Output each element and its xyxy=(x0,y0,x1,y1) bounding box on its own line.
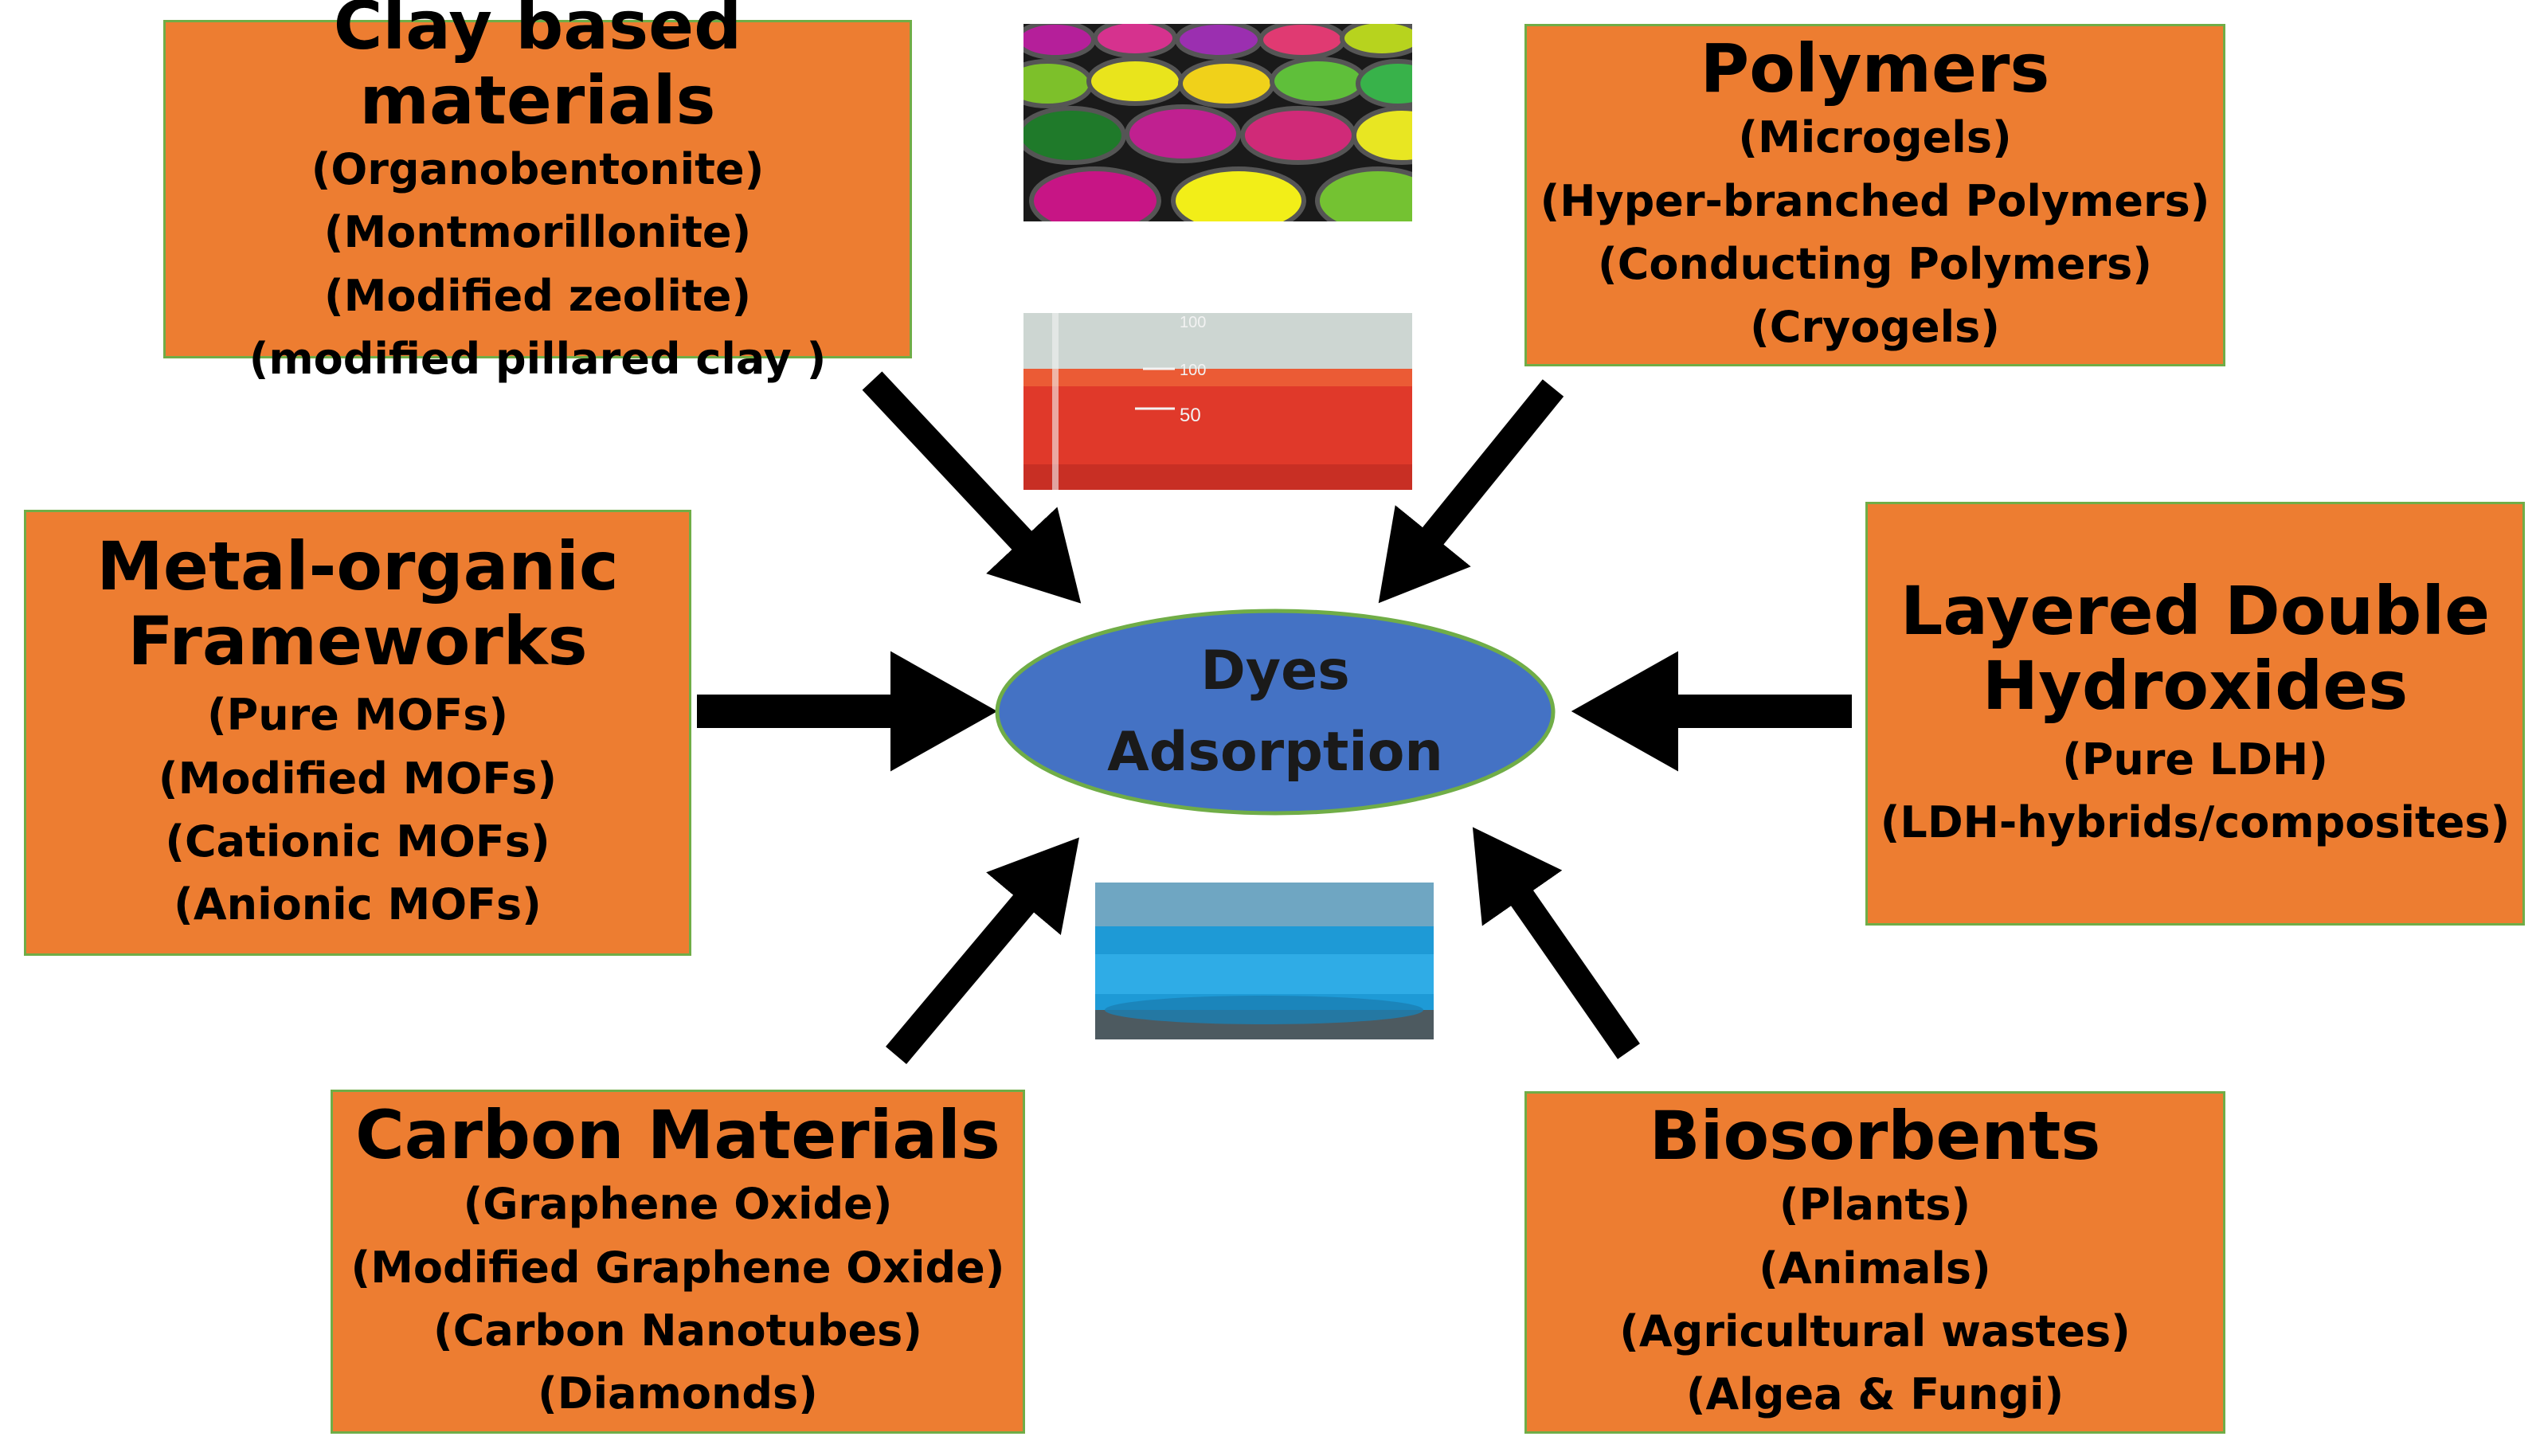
mof-item: (Cationic MOFs) xyxy=(165,816,550,867)
ldh-item: (Pure LDH) xyxy=(2062,734,2328,785)
mof-title-line1: Metal-organic xyxy=(96,527,619,606)
biosorbents-box: Biosorbents (Plants) (Animals) (Agricult… xyxy=(1524,1091,2225,1434)
polymers-item: (Microgels) xyxy=(1738,112,2012,163)
mof-item: (Pure MOFs) xyxy=(206,690,509,741)
mof-item: (Modified MOFs) xyxy=(158,753,558,804)
ldh-title-line1: Layered Double xyxy=(1900,571,2491,650)
clay-item: (Organobentonite) xyxy=(311,143,765,194)
beaker-marking: 100 xyxy=(1180,362,1206,379)
ldh-item: (LDH-hybrids/composites) xyxy=(1880,797,2511,848)
polymers-box: Polymers (Microgels) (Hyper-branched Pol… xyxy=(1524,24,2225,366)
polymers-item: (Hyper-branched Polymers) xyxy=(1540,175,2210,226)
polymers-item: (Cryogels) xyxy=(1750,302,2000,353)
arrow-carbon-to-center xyxy=(885,837,1080,1064)
bio-item: (Agricultural wastes) xyxy=(1619,1306,2131,1357)
center-ellipse xyxy=(995,609,1556,816)
carbon-materials-box: Carbon Materials (Graphene Oxide) (Modif… xyxy=(331,1090,1025,1434)
bio-item: (Algea & Fungi) xyxy=(1685,1369,2064,1420)
carbon-item: (Carbon Nanotubes) xyxy=(433,1305,922,1356)
center-label-line2: Adsorption xyxy=(1107,721,1443,784)
ldh-title-line2: Hydroxides xyxy=(1982,646,2409,725)
blue-dye-beaker-photo xyxy=(1095,883,1434,1039)
bio-item: (Animals) xyxy=(1759,1243,1991,1294)
bio-title: Biosorbents xyxy=(1649,1097,2101,1176)
bio-item: (Plants) xyxy=(1779,1180,1971,1231)
mof-item: (Anionic MOFs) xyxy=(174,879,542,930)
center-label: Dyes Adsorption xyxy=(994,608,1556,816)
beaker-marking: 100 xyxy=(1180,314,1206,331)
mof-title-line2: Frameworks xyxy=(127,602,588,681)
arrow-clay-to-center xyxy=(862,371,1082,604)
red-dye-beaker-photo: 100 100 50 xyxy=(1023,313,1412,490)
beaker-marking: 50 xyxy=(1180,405,1201,426)
carbon-item: (Modified Graphene Oxide) xyxy=(350,1242,1005,1293)
polymers-item: (Conducting Polymers) xyxy=(1598,239,2152,290)
center-label-line1: Dyes xyxy=(1200,640,1350,703)
paint-cans-photo xyxy=(1023,24,1412,221)
carbon-item: (Graphene Oxide) xyxy=(463,1179,893,1230)
carbon-title: Carbon Materials xyxy=(355,1096,1000,1175)
polymers-title: Polymers xyxy=(1700,29,2050,108)
clay-item: (modified pillared clay ) xyxy=(249,333,827,384)
arrow-polymers-to-center xyxy=(1378,379,1564,604)
clay-title: Clay based materials xyxy=(333,0,742,139)
ldh-box: Layered Double Hydroxides (Pure LDH) (LD… xyxy=(1865,502,2525,926)
carbon-item: (Diamonds) xyxy=(538,1368,818,1419)
clay-item: (Modified zeolite) xyxy=(323,270,752,321)
arrow-bio-to-center xyxy=(1472,827,1640,1059)
clay-materials-box: Clay based materials (Organobentonite) (… xyxy=(163,0,912,384)
clay-item: (Montmorillonite) xyxy=(323,207,752,258)
mof-box: Metal-organic Frameworks (Pure MOFs) (Mo… xyxy=(24,510,691,956)
